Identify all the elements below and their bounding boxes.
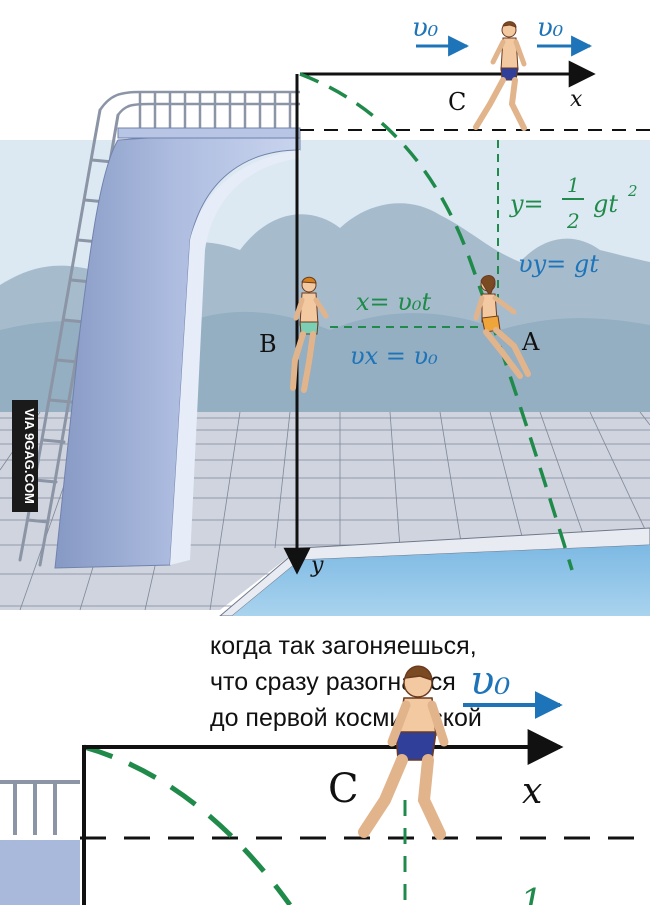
watermark-badge [12,400,38,512]
point-c-label: C [448,88,466,116]
bottom-partial-digit: 1 [520,883,543,905]
caption: когда так загоняешься, что сразу разогна… [210,632,482,732]
point-a-label: A [521,328,540,356]
walker-c-figure [473,21,527,131]
bottom-velocity-label: υ₀ [470,658,510,704]
y-axis-label: y [310,553,324,578]
eq-y-lhs: y= [509,190,544,218]
diving-tower [54,127,301,569]
eq-y-numerator: 1 [567,173,580,197]
diver-a-figure [473,275,531,379]
top-panel: υ₀ υ₀ [0,13,650,616]
panel-divider [0,616,650,622]
caption-line-1: когда так загоняешься, [210,632,477,660]
velocity-label-left: υ₀ [412,13,439,43]
x-axis-label: x [570,87,583,112]
water [232,545,650,616]
bottom-walker-figure [358,665,449,840]
swimmer-b-figure [290,276,329,393]
eq-y-rhs: gt [593,190,618,218]
eq-vx: υx = υ₀ [350,342,438,370]
bottom-x-axis-label: x [522,771,542,812]
watermark-text: VIA 9GAG.COM [22,408,37,504]
bottom-trajectory-curve [83,744,293,905]
bottom-point-c-label: C [328,766,359,812]
trajectory-curve [299,72,574,571]
point-b-label: B [259,330,277,358]
eq-vy: υy= gt [518,250,599,278]
bottom-railing [0,780,80,835]
equation-y: y= 1 2 gt 2 [509,173,638,233]
platform [117,127,301,139]
eq-x: x= υ₀t [356,288,431,316]
railing [98,90,300,128]
eq-y-denominator: 2 [566,209,580,233]
velocity-label-right: υ₀ [537,13,564,43]
bottom-panel: υ₀ 1 [0,658,650,905]
bottom-tower-fragment [0,840,80,905]
tower-side [170,150,300,565]
bottom-background [0,740,650,905]
eq-y-exponent: 2 [627,182,638,200]
